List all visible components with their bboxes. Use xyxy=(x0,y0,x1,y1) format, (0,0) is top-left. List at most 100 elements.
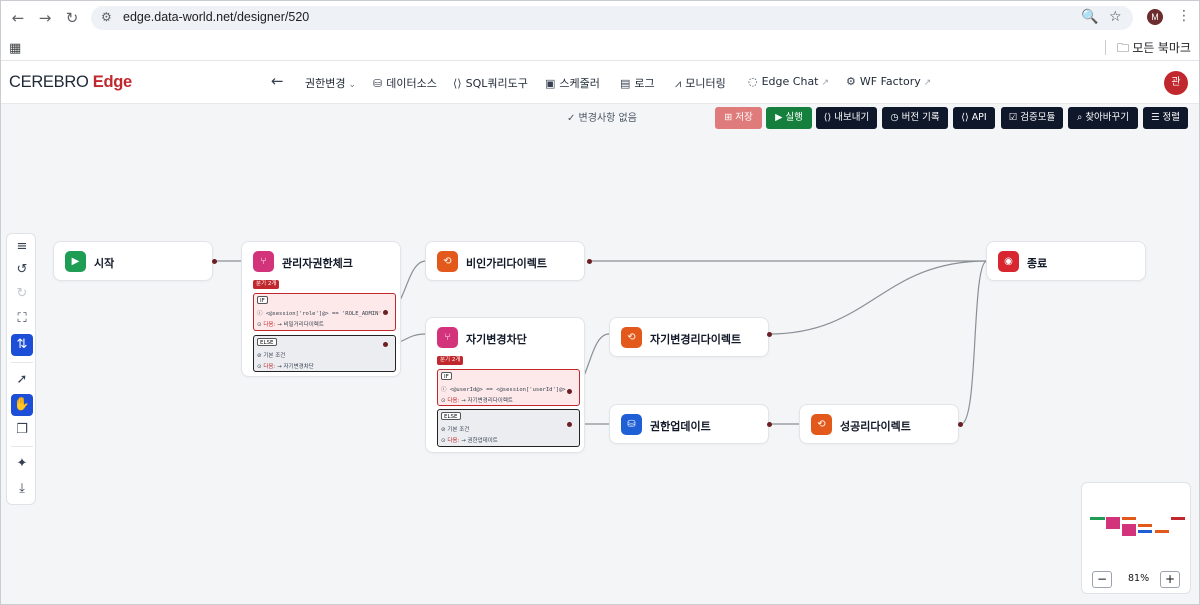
node-nonadmin-redirect[interactable]: ⟲ 비인가리다이렉트 xyxy=(425,241,585,281)
external-link-icon: ↗ xyxy=(821,78,830,88)
zoom-out-button[interactable]: − xyxy=(1092,571,1112,588)
menu-scheduler[interactable]: ▣스케줄러 xyxy=(545,75,600,91)
database-icon: ⛁ xyxy=(373,77,383,90)
minimap[interactable]: − 81% + xyxy=(1081,482,1191,594)
download-icon[interactable]: ⤓ xyxy=(19,481,25,496)
condition-expression: ⓘ <@userId@> == <@session['userId']@> xyxy=(441,387,566,393)
output-port[interactable] xyxy=(767,332,772,337)
forward-arrow-icon[interactable]: → xyxy=(38,9,52,27)
node-self-block[interactable]: ⑂ 자기변경차단 분기 2개 IF ⓘ <@userId@> == <@sess… xyxy=(425,317,585,453)
output-port[interactable] xyxy=(958,422,963,427)
menu-datasource[interactable]: ⛁데이터소스 xyxy=(373,75,437,91)
bookmarks-bar: ▦ 🗀 모든 북마크 xyxy=(1,35,1199,61)
node-success-redirect[interactable]: ⟲ 성공리다이렉트 xyxy=(799,404,959,444)
star-icon[interactable]: ☆ xyxy=(1109,9,1122,25)
zoom-in-button[interactable]: + xyxy=(1160,571,1180,588)
version-history-button[interactable]: ◷버전 기록 xyxy=(882,107,948,129)
zoom-icon[interactable]: 🔍 xyxy=(1081,9,1099,25)
address-bar[interactable]: ⚙ edge.data-world.net/designer/520 🔍 ☆ xyxy=(91,6,1133,30)
check-square-icon: ☑ xyxy=(1008,112,1018,123)
else-label: ELSE xyxy=(441,412,461,420)
redo-icon[interactable]: ↻ xyxy=(16,286,28,301)
if-label: IF xyxy=(257,296,268,304)
condition-expression: ⓘ <@session['role']@> == 'ROLE_ADMIN' xyxy=(257,311,382,317)
hand-icon[interactable]: ✋ xyxy=(11,394,33,416)
undo-icon[interactable]: ↺ xyxy=(16,262,28,277)
branch-count-badge: 분기 2개 xyxy=(253,280,280,289)
output-port[interactable] xyxy=(567,422,572,427)
save-label: 저장 xyxy=(735,112,753,123)
node-title: 자기변경차단 xyxy=(466,333,527,346)
edges-layer xyxy=(214,260,988,425)
sparkle-icon[interactable]: ✦ xyxy=(16,456,28,471)
output-port[interactable] xyxy=(383,310,388,315)
node-self-redirect[interactable]: ⟲ 자기변경리다이렉트 xyxy=(609,317,769,357)
output-port[interactable] xyxy=(587,259,592,264)
menu-sql-tool[interactable]: ⟨⟩SQL쿼리도구 xyxy=(453,75,528,91)
node-title: 비인가리다이렉트 xyxy=(466,257,547,270)
output-port[interactable] xyxy=(212,259,217,264)
url-text[interactable]: edge.data-world.net/designer/520 xyxy=(123,10,310,24)
reload-icon[interactable]: ↻ xyxy=(65,9,79,27)
else-condition[interactable]: ELSE ⊘ 기본 조건 ⊙ 다음: → 자기변경차단 xyxy=(253,335,396,372)
branch-icon: ⑂ xyxy=(253,251,274,272)
else-label: ELSE xyxy=(257,338,277,346)
redirect-icon: ⟲ xyxy=(621,327,642,348)
if-condition[interactable]: IF ⓘ <@session['role']@> == 'ROLE_ADMIN'… xyxy=(253,293,396,331)
code-icon: ⟨⟩ xyxy=(961,112,969,123)
next-step: ⊙ 다음: → 자기변경차단 xyxy=(257,364,314,370)
brand-logo[interactable]: CEREBRO Edge xyxy=(9,73,132,92)
menu-edge-chat[interactable]: ◌Edge Chat↗ xyxy=(748,75,829,88)
run-button[interactable]: ▶실행 xyxy=(766,107,812,129)
menu-label: 스케줄러 xyxy=(559,77,600,90)
validate-button[interactable]: ☑검증모듈 xyxy=(1001,107,1063,129)
else-condition[interactable]: ELSE ⊘ 기본 조건 ⊙ 다음: → 권한업데이트 xyxy=(437,409,580,447)
brand-prefix: CEREBRO xyxy=(9,73,89,91)
minimap-node xyxy=(1138,524,1152,527)
site-settings-icon[interactable]: ⚙ xyxy=(101,10,112,24)
branch-icon: ⑂ xyxy=(437,327,458,348)
profile-avatar[interactable]: M xyxy=(1147,9,1163,25)
node-title: 자기변경리다이렉트 xyxy=(650,333,742,346)
menu-permission-change[interactable]: 권한변경⌄ xyxy=(305,75,356,91)
export-button[interactable]: ⟨⟩내보내기 xyxy=(816,107,877,129)
minimap-node xyxy=(1090,517,1105,520)
node-title: 성공리다이렉트 xyxy=(840,420,911,433)
auto-layout-icon[interactable]: ⇅ xyxy=(11,334,33,356)
output-port[interactable] xyxy=(383,342,388,347)
back-arrow-icon[interactable]: ← xyxy=(11,9,25,27)
menu-label: Edge Chat xyxy=(761,75,819,88)
align-button[interactable]: ☰정렬 xyxy=(1143,107,1188,129)
calendar-icon: ▣ xyxy=(545,77,556,90)
fit-view-icon[interactable]: ⛶ xyxy=(17,311,27,326)
output-port[interactable] xyxy=(567,389,572,394)
next-step: ⊙ 다음: → 비밀거리다이렉트 xyxy=(257,322,324,328)
copy-icon[interactable]: ❐ xyxy=(16,422,28,437)
chart-icon: ⩘ xyxy=(675,77,682,90)
back-arrow-icon[interactable]: ← xyxy=(271,72,284,90)
browser-menu-icon[interactable]: ⋮ xyxy=(1177,8,1191,24)
menu-monitoring[interactable]: ⩘모니터링 xyxy=(675,75,726,91)
menu-wf-factory[interactable]: ⚙WF Factory↗ xyxy=(846,75,931,88)
node-perm-update[interactable]: ⛁ 권한업데이트 xyxy=(609,404,769,444)
align-icon: ☰ xyxy=(1150,112,1160,123)
workflow-canvas[interactable]: ✓ 변경사항 없음 ⊞저장 ▶실행 ⟨⟩내보내기 ◷버전 기록 ⟨⟩API ☑검… xyxy=(1,104,1199,604)
find-replace-button[interactable]: ⌕찾아바꾸기 xyxy=(1068,107,1138,129)
all-bookmarks-folder[interactable]: 🗀 모든 북마크 xyxy=(1117,39,1191,60)
node-admin-check[interactable]: ⑂ 관리자권한체크 분기 2개 IF ⓘ <@session['role']@>… xyxy=(241,241,401,377)
stop-icon: ◉ xyxy=(998,251,1019,272)
node-start[interactable]: ▶ 시작 xyxy=(53,241,213,281)
output-port[interactable] xyxy=(767,422,772,427)
menu-icon[interactable]: ≡ xyxy=(16,239,28,254)
pointer-icon[interactable]: ➚ xyxy=(16,372,28,387)
node-title: 시작 xyxy=(94,257,115,270)
save-button[interactable]: ⊞저장 xyxy=(715,107,762,129)
toolbar-divider xyxy=(11,362,33,363)
api-button[interactable]: ⟨⟩API xyxy=(953,107,995,129)
apps-grid-icon[interactable]: ▦ xyxy=(9,41,22,56)
user-avatar[interactable]: 관 xyxy=(1164,71,1188,95)
if-condition[interactable]: IF ⓘ <@userId@> == <@session['userId']@>… xyxy=(437,369,580,406)
save-icon: ⊞ xyxy=(724,112,733,123)
menu-log[interactable]: ▤로그 xyxy=(620,75,655,91)
node-end[interactable]: ◉ 종료 xyxy=(986,241,1146,281)
